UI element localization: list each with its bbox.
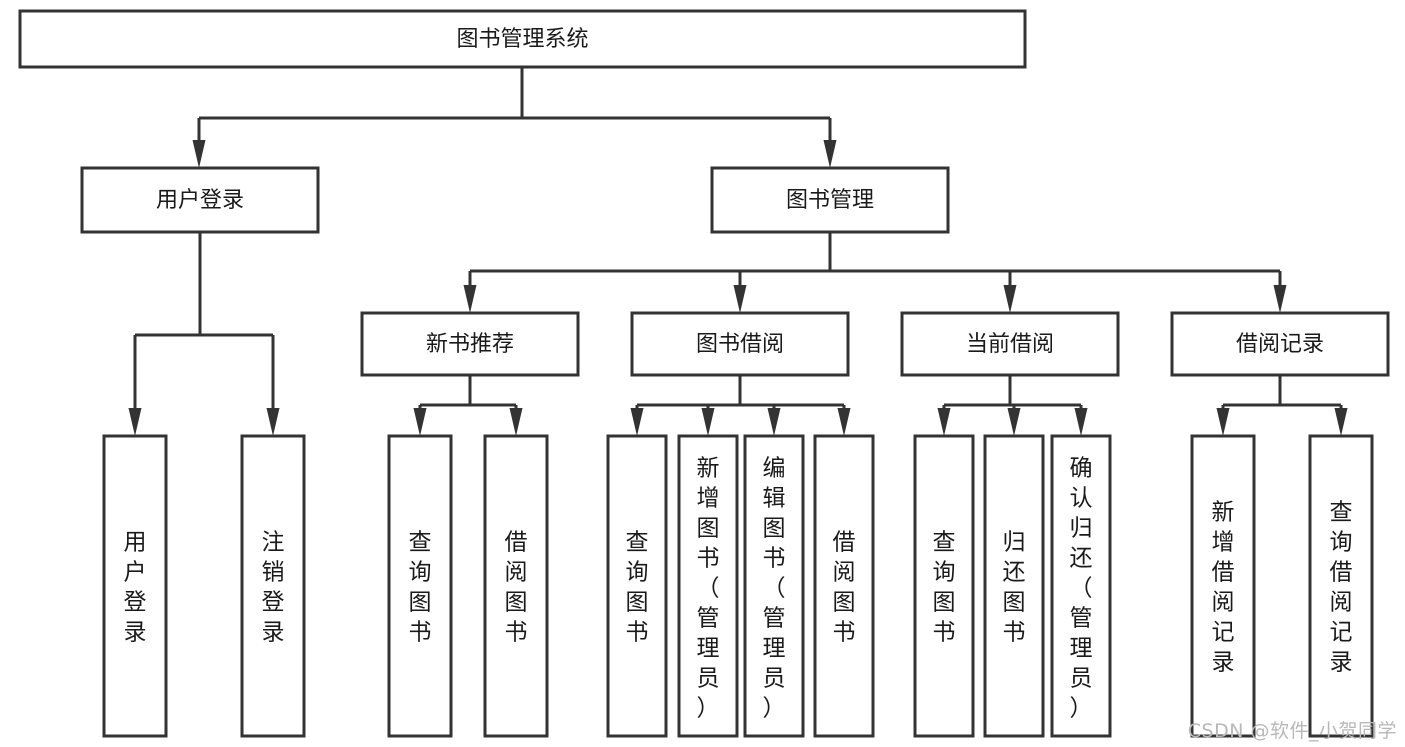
connector-user-login-to-leaves [128, 232, 280, 436]
node-box[interactable] [630, 311, 850, 377]
node-label: 用户登录 [156, 188, 244, 213]
connector-borrow-records-to-leaves [1216, 375, 1348, 436]
node-box[interactable] [1050, 434, 1112, 738]
node-label: 借阅图书 [505, 529, 528, 645]
node-label: 注销登录 [262, 529, 285, 645]
node-box[interactable] [387, 434, 453, 738]
node-box[interactable] [900, 311, 1120, 377]
arrow-head-icon [733, 285, 747, 313]
node-label: 用户登录 [124, 529, 147, 645]
arrow-head-icon [701, 408, 715, 436]
node-box[interactable] [743, 434, 805, 738]
arrow-head-icon [192, 140, 206, 168]
node-label: 查询图书 [933, 529, 956, 645]
node-label: 查询图书 [626, 529, 649, 645]
node-box[interactable] [1190, 434, 1256, 738]
node-label: 查询借阅记录 [1330, 499, 1353, 675]
node-box[interactable] [80, 166, 320, 234]
node-label: 确认归还（管理员） [1070, 455, 1093, 721]
connector-root-to-level2 [192, 67, 837, 168]
node-label: 新书推荐 [426, 332, 514, 357]
arrow-head-icon [1074, 408, 1088, 436]
arrow-head-icon [823, 140, 837, 168]
node-leaf-borrow-query-book[interactable]: 查询图书 [606, 434, 668, 738]
node-box[interactable] [1308, 434, 1374, 738]
node-leaf-cur-confirm-return[interactable]: 确认归还（管理员） [1050, 434, 1112, 738]
arrow-head-icon [1216, 408, 1230, 436]
node-root[interactable]: 图书管理系统 [18, 9, 1027, 69]
arrow-head-icon [463, 285, 477, 313]
node-label: 查询图书 [409, 529, 432, 645]
node-leaf-rec-add-record[interactable]: 新增借阅记录 [1190, 434, 1256, 738]
node-box[interactable] [913, 434, 975, 738]
arrow-head-icon [1334, 408, 1348, 436]
arrow-head-icon [509, 408, 523, 436]
node-label: 新增图书（管理员） [697, 455, 720, 721]
node-label: 借阅图书 [833, 529, 856, 645]
node-leaf-cur-query-book[interactable]: 查询图书 [913, 434, 975, 738]
node-user-login[interactable]: 用户登录 [80, 166, 320, 234]
node-box[interactable] [483, 434, 549, 738]
arrow-head-icon [413, 408, 427, 436]
arrow-head-icon [837, 408, 851, 436]
node-label: 图书管理系统 [456, 27, 588, 52]
node-label: 归还图书 [1003, 529, 1026, 645]
node-new-book-recommend[interactable]: 新书推荐 [360, 311, 580, 377]
node-leaf-rec-borrow-book[interactable]: 借阅图书 [483, 434, 549, 738]
node-box[interactable] [360, 311, 580, 377]
node-box[interactable] [677, 434, 739, 738]
connectors-layer [128, 67, 1348, 436]
node-current-borrow[interactable]: 当前借阅 [900, 311, 1120, 377]
node-label: 图书借阅 [696, 332, 784, 357]
node-leaf-user-logout[interactable]: 注销登录 [240, 434, 306, 738]
node-borrow-records[interactable]: 借阅记录 [1170, 311, 1390, 377]
connector-current-borrow-to-leaves [937, 375, 1088, 436]
node-label: 借阅记录 [1236, 332, 1324, 357]
arrow-head-icon [937, 408, 951, 436]
node-leaf-borrow-add-book[interactable]: 新增图书（管理员） [677, 434, 739, 738]
node-box[interactable] [606, 434, 668, 738]
arrow-head-icon [630, 408, 644, 436]
node-leaf-rec-query-book[interactable]: 查询图书 [387, 434, 453, 738]
node-box[interactable] [18, 9, 1027, 69]
arrow-head-icon [128, 408, 142, 436]
node-box[interactable] [1170, 311, 1390, 377]
arrow-head-icon [266, 408, 280, 436]
node-label: 新增借阅记录 [1212, 499, 1235, 675]
arrow-head-icon [767, 408, 781, 436]
connector-new-book-recommend-to-leaves [413, 375, 523, 436]
node-leaf-borrow-lend-book[interactable]: 借阅图书 [813, 434, 875, 738]
node-leaf-borrow-edit-book[interactable]: 编辑图书（管理员） [743, 434, 805, 738]
node-box[interactable] [710, 166, 950, 234]
node-box[interactable] [813, 434, 875, 738]
node-book-borrow[interactable]: 图书借阅 [630, 311, 850, 377]
node-leaf-user-login[interactable]: 用户登录 [102, 434, 168, 738]
arrow-head-icon [1273, 285, 1287, 313]
node-label: 编辑图书（管理员） [763, 455, 786, 721]
node-box[interactable] [983, 434, 1045, 738]
node-label: 当前借阅 [966, 332, 1054, 357]
arrow-head-icon [1007, 408, 1021, 436]
nodes-layer: 图书管理系统用户登录图书管理新书推荐图书借阅当前借阅借阅记录用户登录注销登录查询… [18, 9, 1390, 738]
node-book-management[interactable]: 图书管理 [710, 166, 950, 234]
node-box[interactable] [102, 434, 168, 738]
node-label: 图书管理 [786, 188, 874, 213]
connector-book-borrow-to-leaves [630, 375, 851, 436]
connector-book-management-to-level3 [463, 232, 1287, 313]
node-box[interactable] [240, 434, 306, 738]
node-leaf-cur-return-book[interactable]: 归还图书 [983, 434, 1045, 738]
node-leaf-rec-query-record[interactable]: 查询借阅记录 [1308, 434, 1374, 738]
arrow-head-icon [1003, 285, 1017, 313]
